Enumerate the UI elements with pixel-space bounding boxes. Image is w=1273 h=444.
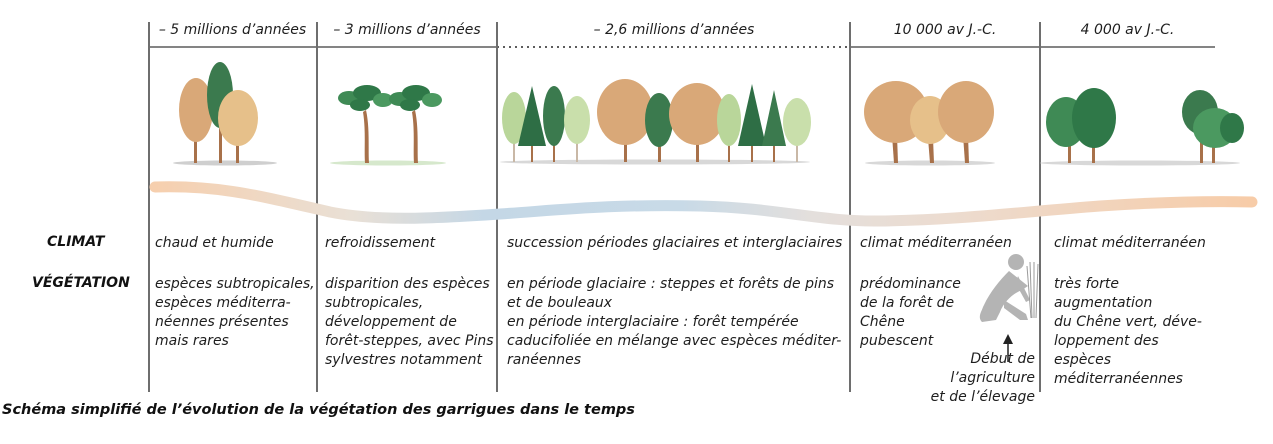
arrow-up-icon — [1003, 334, 1013, 344]
climate-band — [149, 181, 1258, 227]
vegetation-2: disparition des espèces subtropicales, d… — [325, 276, 494, 368]
climat-2: refroidissement — [325, 235, 436, 251]
climat-1: chaud et humide — [155, 235, 274, 251]
ground-5 — [1040, 160, 1240, 166]
ground-3 — [500, 159, 810, 165]
vegetation-5: très forte augmentation du Chêne vert, d… — [1054, 276, 1202, 387]
wheat-sheaf-icon — [1026, 261, 1039, 319]
vegetation-1: espèces subtropicales, espèces méditerra… — [155, 276, 315, 349]
farmer-silhouette — [979, 254, 1030, 322]
climat-4: climat méditerranéen — [860, 235, 1012, 251]
holm-oak-trees — [1046, 88, 1244, 163]
period-label-4: 10 000 av J.-C. — [893, 22, 997, 38]
row-label-vegetation: VÉGÉTATION — [32, 275, 130, 291]
vegetation-3: en période glaciaire : steppes et forêts… — [507, 276, 842, 368]
period-label-1: – 5 millions d’années — [158, 22, 307, 38]
period-label-3: – 2,6 millions d’années — [593, 22, 755, 38]
glacial-interglacial-forest — [502, 79, 811, 162]
figure-caption: Schéma simplifié de l’évolution de la vé… — [2, 402, 635, 418]
downy-oak-forest — [864, 81, 994, 163]
climat-5: climat méditerranéen — [1054, 235, 1206, 251]
scots-pine-trees — [338, 85, 442, 163]
ground-2 — [330, 160, 446, 166]
row-label-climat: CLIMAT — [47, 234, 105, 250]
period-label-5: 4 000 av J.-C. — [1080, 22, 1175, 38]
vegetation-4: prédominance de la forêt de Chêne pubesc… — [860, 276, 961, 349]
period-label-2: – 3 millions d’années — [333, 22, 481, 38]
climat-3: succession périodes glaciaires et interg… — [507, 235, 843, 251]
subtropical-trees — [179, 62, 258, 163]
agriculture-annotation: Début de l’agriculture et de l’élevage — [930, 351, 1035, 405]
ground-1 — [173, 160, 277, 166]
